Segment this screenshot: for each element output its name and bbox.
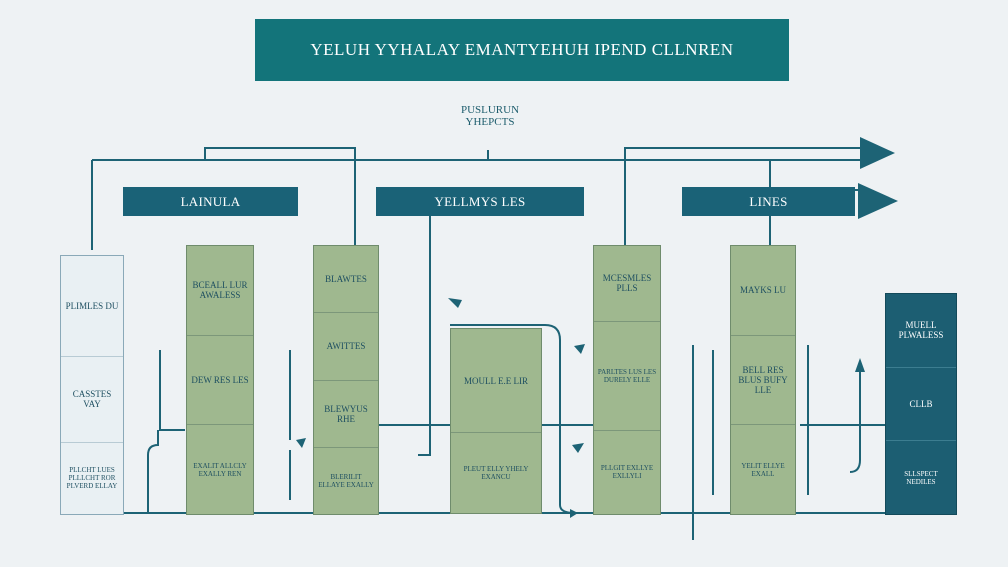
column-3-segment-4: BLERILIT ELLAYE EXALLY bbox=[314, 446, 378, 514]
column-2-segment-1: BCEALL LUR AWALESS bbox=[192, 280, 248, 301]
column-6: MAYKS LU BELL RES BLUS BUFY LLE YELIT EL… bbox=[730, 245, 796, 515]
column-4: MOULL E.E LIR PLEUT ELLY YHELY EXANCU bbox=[450, 328, 542, 514]
column-1-segment-2: CASSTES VAY bbox=[61, 355, 123, 442]
conn-1 bbox=[147, 430, 159, 513]
yellow-drop bbox=[418, 215, 431, 456]
column-1-segment-1: PLIMLES DU bbox=[65, 300, 119, 311]
column-7-segment-2: CLLB bbox=[886, 366, 956, 441]
arrow-small-3 bbox=[572, 443, 584, 453]
arrow-mid bbox=[858, 183, 898, 219]
column-6-segment-1: MAYKS LU bbox=[740, 285, 786, 296]
top-rail-bump bbox=[204, 147, 356, 160]
column-3-segment-1: BLAWTES bbox=[325, 274, 367, 285]
column-2-segment-3: EXALIT ALLCLY EXALLY REN bbox=[187, 424, 253, 514]
column-7: MUELL PLWALESS CLLB SLLSPECT NEDILES bbox=[885, 293, 957, 515]
column-4-segment-2: PLEUT ELLY YHELY EXANCU bbox=[451, 432, 541, 513]
header-box-right: LINES bbox=[682, 187, 855, 216]
conn-5 bbox=[377, 350, 450, 426]
column-6-segment-3: YELIT ELLYE EXALL bbox=[731, 424, 795, 514]
column-2-segment-2: DEW RES LES bbox=[187, 334, 253, 425]
conn-2 bbox=[159, 350, 185, 431]
column-7-segment-3: SLLSPECT NEDILES bbox=[886, 440, 956, 514]
arrow-small-4 bbox=[570, 509, 578, 518]
column-1: PLIMLES DU CASSTES VAY PLLCHT LUES PLLLC… bbox=[60, 255, 124, 515]
arrow-small-2 bbox=[574, 344, 585, 354]
column-7-segment-1: MUELL PLWALESS bbox=[898, 320, 944, 341]
column-5: MCESMLES PLLS PARLTES LUS LES DURELY ELL… bbox=[593, 245, 661, 515]
subtitle-line-1: PUSLURUN bbox=[460, 104, 520, 116]
column-3-segment-2: AWITTES bbox=[314, 312, 378, 379]
column-3: BLAWTES AWITTES BLEWYUS RHE BLERILIT ELL… bbox=[313, 245, 379, 515]
column-1-segment-3: PLLCHT LUES PLLLCHT ROR PLVERD ELLAY bbox=[61, 441, 123, 514]
column-2: BCEALL LUR AWALESS DEW RES LES EXALIT AL… bbox=[186, 245, 254, 515]
arrow-top bbox=[860, 137, 895, 169]
column-5-segment-3: PLLGIT EXLLYE EXLLYLI bbox=[594, 429, 660, 514]
column-6-segment-2: BELL RES BLUS BUFY LLE bbox=[731, 334, 795, 425]
subtitle-line-2: YHEPCTS bbox=[465, 116, 515, 128]
arrow-small-1 bbox=[448, 298, 462, 308]
header-box-center: YELLMYS LES bbox=[376, 187, 584, 216]
header-box-left: LAINULA bbox=[123, 187, 298, 216]
column-3-segment-3: BLEWYUS RHE bbox=[314, 379, 378, 447]
conn-10 bbox=[849, 365, 861, 473]
arrow-up bbox=[855, 358, 865, 372]
column-5-segment-2: PARLTES LUS LES DURELY ELLE bbox=[594, 320, 660, 430]
loop bbox=[450, 324, 576, 514]
top-rail-bump-right bbox=[624, 147, 860, 160]
column-4-segment-1: MOULL E.E LIR bbox=[464, 375, 528, 386]
diagram-title: YELUH YYHALAY EMANTYEHUH IPEND CLLNREN bbox=[255, 19, 789, 81]
column-5-segment-1: MCESMLES PLLS bbox=[602, 273, 652, 294]
arrow-small-5 bbox=[296, 438, 306, 448]
diagram-subtitle: PUSLURUN YHEPCTS bbox=[430, 104, 550, 128]
